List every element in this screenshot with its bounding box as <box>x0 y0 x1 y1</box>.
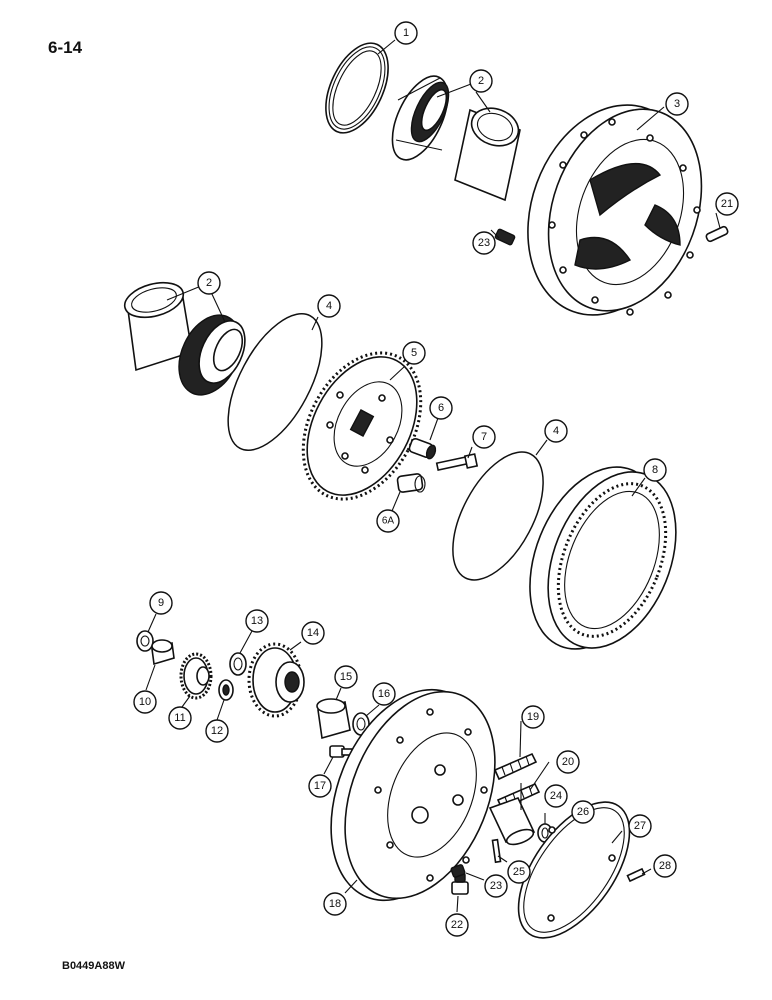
needle-bearing-15-part <box>316 698 351 740</box>
callout-16: 16 <box>372 682 396 706</box>
callout-2-upper-label: 2 <box>478 75 484 87</box>
callout-28: 28 <box>653 854 677 878</box>
lower-bearing-cup-part <box>123 281 193 372</box>
callout-23-lower: 23 <box>484 874 508 898</box>
callout-25-label: 25 <box>513 866 525 878</box>
end-cover-27-part <box>517 801 631 939</box>
callout-17: 17 <box>308 774 332 798</box>
callout-24-label: 24 <box>550 790 562 802</box>
callout-14-label: 14 <box>307 627 319 639</box>
callout-8-label: 8 <box>652 464 658 476</box>
right-snap-ring-part <box>452 451 544 581</box>
callout-6: 6 <box>429 396 453 420</box>
callout-11: 11 <box>168 706 192 730</box>
screw-28-part <box>626 867 646 883</box>
callout-19-label: 19 <box>527 711 539 723</box>
callout-3: 3 <box>665 92 689 116</box>
callout-20: 20 <box>556 750 580 774</box>
callout-21-label: 21 <box>721 198 733 210</box>
left-snap-ring-part <box>227 313 323 451</box>
callout-7: 7 <box>472 425 496 449</box>
callout-27-label: 27 <box>634 820 646 832</box>
callout-28-label: 28 <box>659 860 671 872</box>
pinion-11-part <box>179 652 213 700</box>
leader-lines <box>145 39 721 913</box>
cover-plate-part <box>330 688 496 902</box>
callout-10-label: 10 <box>139 696 151 708</box>
seal-ring-part <box>325 42 389 134</box>
callout-14: 14 <box>301 621 325 645</box>
lower-plug-part <box>450 864 466 878</box>
callout-2-lower-label: 2 <box>206 277 212 289</box>
callout-12-label: 12 <box>211 725 223 737</box>
callout-8: 8 <box>643 458 667 482</box>
roll-pin-25-part <box>491 838 502 864</box>
callout-19: 19 <box>521 705 545 729</box>
stud-19-part <box>493 752 538 781</box>
lower-bearing-cone-part <box>178 314 246 396</box>
callout-12: 12 <box>205 719 229 743</box>
callout-23-upper: 23 <box>472 231 496 255</box>
callout-4-right: 4 <box>544 419 568 443</box>
callout-7-label: 7 <box>481 431 487 443</box>
figure-code: B0449A88W <box>62 960 125 972</box>
callout-23-upper-label: 23 <box>478 237 490 249</box>
callout-15: 15 <box>334 665 358 689</box>
callout-22: 22 <box>445 913 469 937</box>
callout-9-label: 9 <box>158 597 164 609</box>
planet-gear-14-part <box>247 642 305 718</box>
callout-24: 24 <box>544 784 568 808</box>
callout-18: 18 <box>323 892 347 916</box>
callout-4-right-label: 4 <box>553 425 559 437</box>
callout-27: 27 <box>628 814 652 838</box>
bushing-6a-part <box>396 473 426 493</box>
callout-3-label: 3 <box>674 98 680 110</box>
upper-plug-part <box>494 228 516 246</box>
callout-15-label: 15 <box>340 671 352 683</box>
callout-1-label: 1 <box>403 27 409 39</box>
bolt-part <box>435 453 479 471</box>
callout-13-label: 13 <box>251 615 263 627</box>
pin-24-part <box>488 797 536 846</box>
callout-6a-label: 6A <box>382 516 395 527</box>
thrust-washer-12-part <box>218 679 234 701</box>
callout-22-label: 22 <box>451 919 463 931</box>
callout-4-left: 4 <box>317 294 341 318</box>
bearing-10-part <box>151 639 175 666</box>
upper-bearing-cup-part <box>454 107 521 202</box>
callout-21: 21 <box>715 192 739 216</box>
callout-23-lower-label: 23 <box>490 880 502 892</box>
callout-4-left-label: 4 <box>326 300 332 312</box>
callout-11-label: 11 <box>174 712 185 724</box>
dowel-pin-part <box>705 225 729 243</box>
callout-16-label: 16 <box>378 688 390 700</box>
callout-9: 9 <box>149 591 173 615</box>
upper-bearing-cone-part <box>391 75 450 161</box>
callout-13: 13 <box>245 609 269 633</box>
thrust-washer-9-part <box>136 630 154 652</box>
callout-20-label: 20 <box>562 756 574 768</box>
callout-1: 1 <box>394 21 418 45</box>
bushing-part <box>408 437 437 460</box>
carrier-gear-part <box>301 351 423 501</box>
callout-6a: 6A <box>376 509 400 533</box>
callout-5-label: 5 <box>411 347 417 359</box>
callout-5: 5 <box>402 341 426 365</box>
ring-gear-part <box>529 466 677 650</box>
callout-bubbles: 1 2 3 21 23 2 4 5 6 7 4 8 6A 9 10 11 12 … <box>133 21 739 937</box>
callout-26-label: 26 <box>577 806 589 818</box>
callout-2-lower: 2 <box>197 271 221 295</box>
callout-10: 10 <box>133 690 157 714</box>
hub-housing-part <box>527 104 703 316</box>
thrust-washer-13-part <box>229 652 247 676</box>
callout-6-label: 6 <box>438 402 444 414</box>
page-number: 6-14 <box>48 38 83 57</box>
callout-25: 25 <box>507 860 531 884</box>
callout-18-label: 18 <box>329 898 341 910</box>
callout-17-label: 17 <box>314 780 326 792</box>
callout-2-upper: 2 <box>469 69 493 93</box>
callout-26: 26 <box>571 800 595 824</box>
